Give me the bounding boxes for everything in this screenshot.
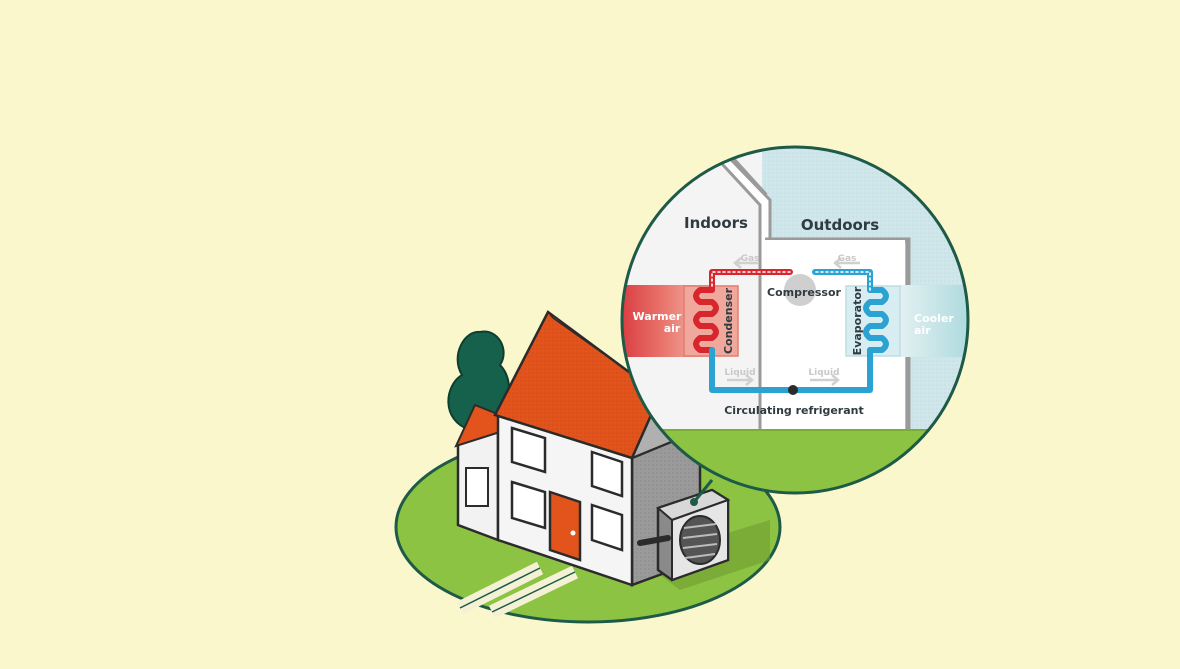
indoors-label: Indoors	[684, 214, 748, 232]
house-windows	[510, 426, 624, 552]
circulating-refrigerant-label: Circulating refrigerant	[724, 404, 864, 417]
cooler-air-label-1: Cooler	[914, 312, 954, 325]
cooler-air-label-2: air	[914, 324, 931, 337]
gas-label-right: Gas	[838, 254, 857, 264]
liquid-label-right: Liquid	[808, 368, 839, 378]
warmer-air-label-1: Warmer	[633, 310, 683, 323]
outdoors-label: Outdoors	[801, 216, 879, 234]
compressor	[784, 274, 816, 306]
cooler-air-band	[900, 285, 968, 357]
heat-pump-unit	[637, 479, 731, 582]
zoom-circle: Indoors Outdoors Gas Gas Compressor Warm…	[620, 145, 970, 495]
condenser-label: Condenser	[722, 287, 735, 354]
compressor-label: Compressor	[767, 286, 842, 299]
evaporator-label: Evaporator	[851, 286, 864, 355]
evaporator-box	[845, 285, 901, 357]
warmer-air-label-2: air	[664, 322, 681, 335]
liquid-label-left: Liquid	[724, 368, 755, 378]
flow-arrows	[727, 257, 860, 386]
gas-label-left: Gas	[741, 254, 760, 264]
expansion-valve	[788, 385, 798, 395]
front-door	[548, 490, 582, 562]
